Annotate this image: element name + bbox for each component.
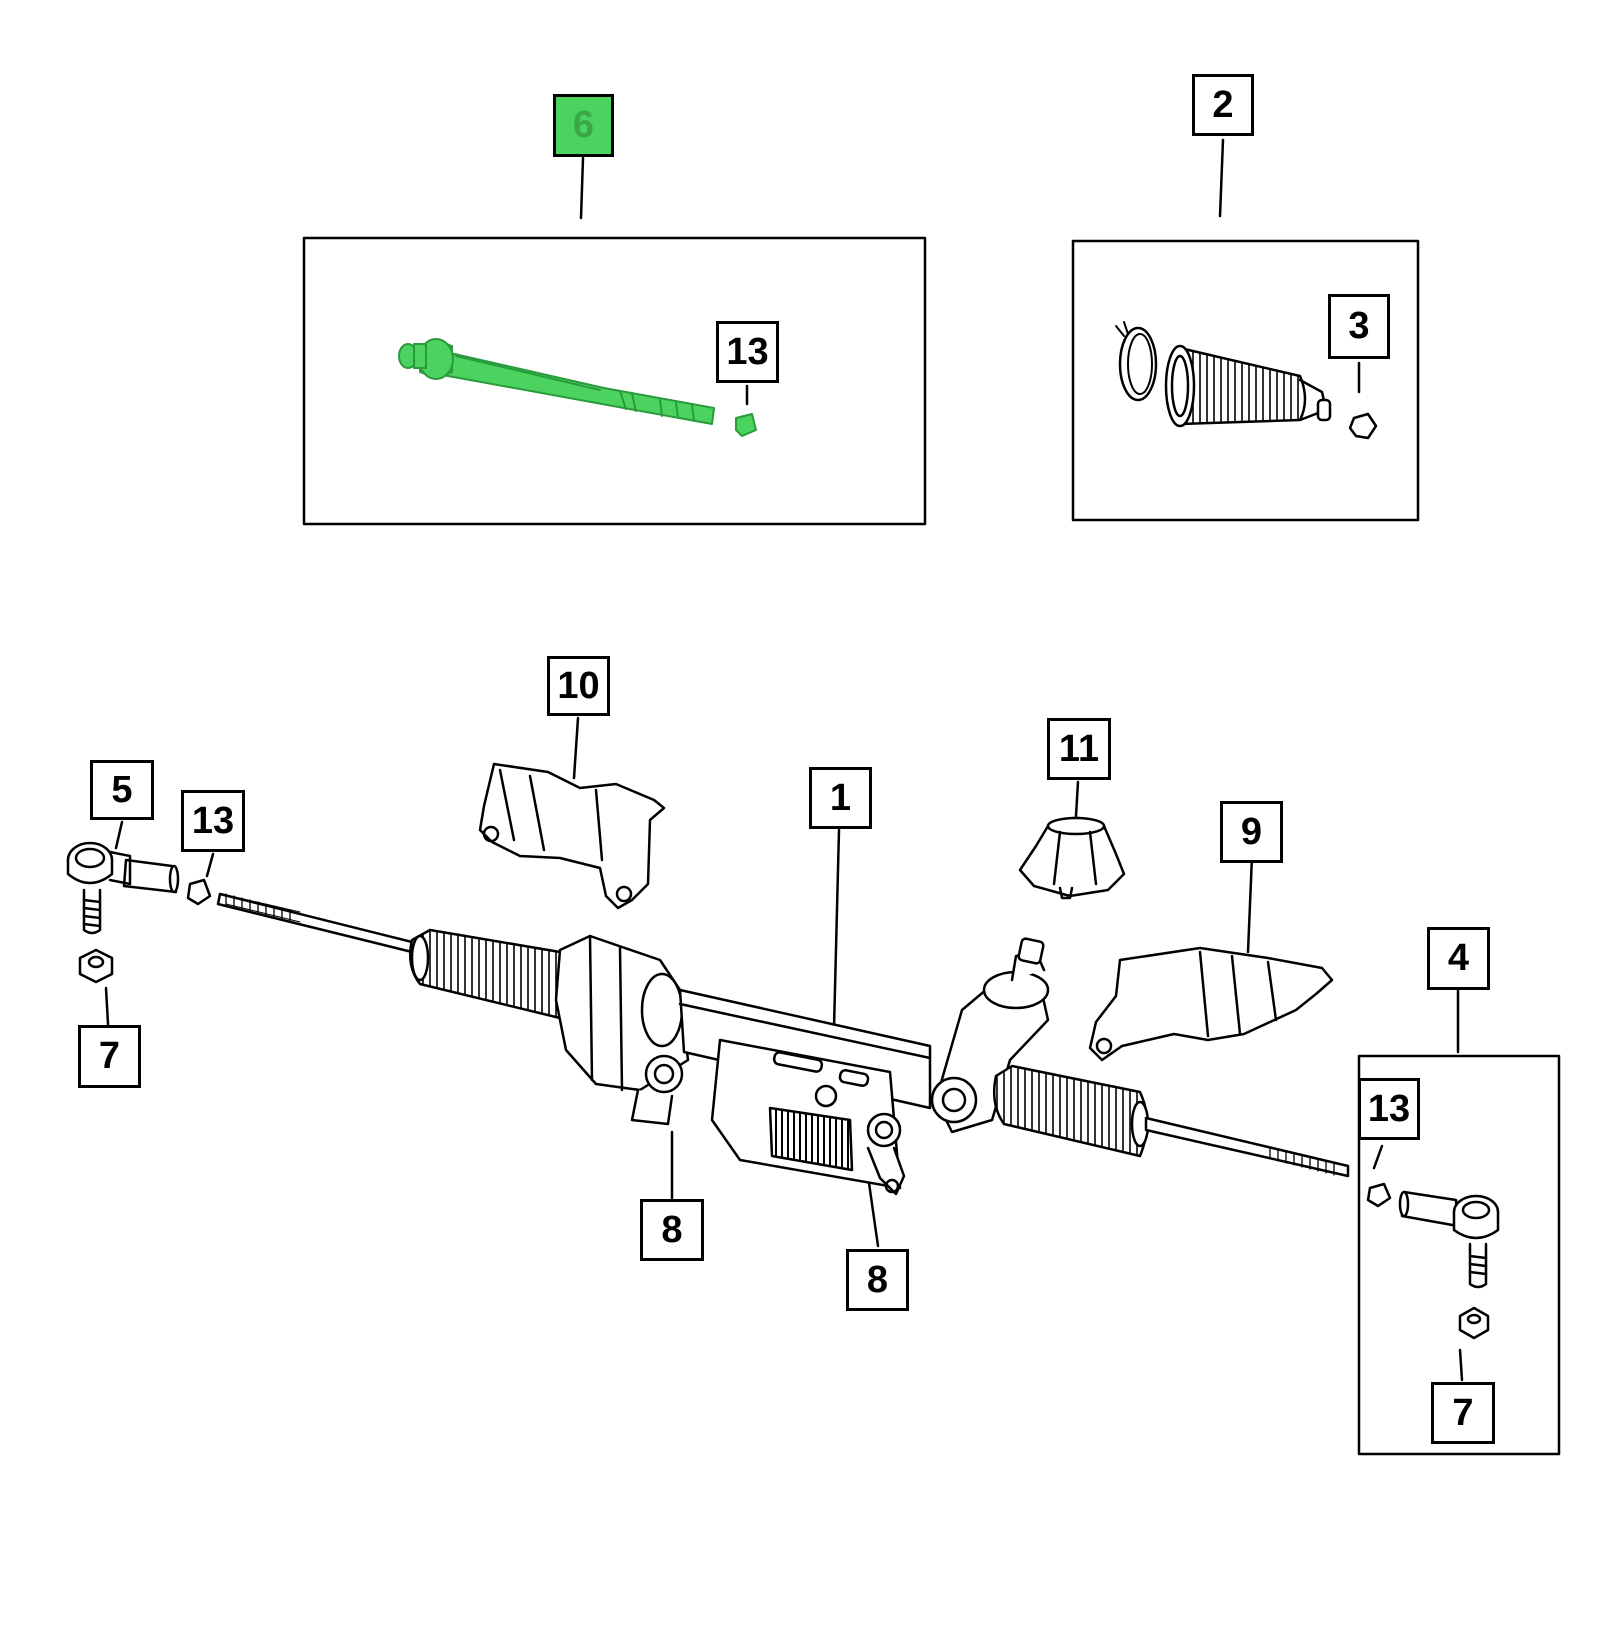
callout-1-steering-gear[interactable]: 1 [809, 767, 872, 829]
callout-13-kit-nut[interactable]: 13 [716, 321, 779, 383]
inner-tie-rod-kit-box [302, 236, 927, 526]
right-castle-nut-part [1458, 1306, 1490, 1340]
left-castle-nut-part [78, 948, 114, 984]
callout-6-inner-tie-rod[interactable]: 6 [553, 94, 614, 157]
callout-13-left-nut[interactable]: 13 [181, 790, 245, 852]
right-tie-rod-end-part [1398, 1190, 1500, 1289]
left-tie-rod-end-part [66, 841, 180, 935]
callout-2-boot-kit[interactable]: 2 [1192, 74, 1254, 136]
inner-tie-rod-part [398, 338, 715, 425]
leader-2 [1218, 138, 1225, 218]
right-heat-shield-part [1088, 946, 1334, 1062]
leader-11 [1074, 780, 1080, 818]
leader-7-right [1458, 1348, 1464, 1382]
callout-11-dust-cover[interactable]: 11 [1047, 718, 1111, 780]
kit-jam-nut-part [735, 413, 757, 437]
boot-kit-box [1071, 239, 1420, 522]
steering-gear-part [216, 892, 1350, 1196]
leader-8-right [866, 1174, 880, 1248]
callout-7-right-nut[interactable]: 7 [1431, 1382, 1495, 1444]
right-nut-13-part [1366, 1182, 1392, 1208]
outer-tie-rod-box [1357, 1054, 1561, 1456]
left-heat-shield-part [478, 762, 666, 910]
boot-nut-part [1348, 412, 1378, 440]
leader-5 [114, 820, 124, 850]
callout-13-right-nut[interactable]: 13 [1358, 1078, 1420, 1140]
leader-6 [579, 156, 585, 220]
callout-8-right-bushing[interactable]: 8 [846, 1249, 909, 1311]
callout-8-left-bushing[interactable]: 8 [640, 1199, 704, 1261]
leader-7-left [104, 986, 110, 1026]
leader-9 [1246, 854, 1254, 954]
callout-7-left-nut[interactable]: 7 [78, 1025, 141, 1088]
leader-1 [832, 828, 841, 1030]
dust-cover-part [1018, 816, 1126, 900]
leader-13-right [1372, 1144, 1384, 1170]
callout-4-outer-tie-rod[interactable]: 4 [1427, 927, 1490, 990]
callout-9-heat-shield[interactable]: 9 [1220, 801, 1283, 863]
callout-5-tie-rod-end[interactable]: 5 [90, 760, 154, 820]
callout-3-boot-nut[interactable]: 3 [1328, 294, 1390, 359]
boot-clamp-part [1118, 326, 1158, 402]
callout-10-heat-shield[interactable]: 10 [547, 656, 610, 716]
left-nut-13-part [186, 878, 212, 906]
bellows-boot-part [1164, 344, 1332, 428]
leader-10 [572, 716, 580, 780]
leader-13-left [205, 852, 215, 878]
